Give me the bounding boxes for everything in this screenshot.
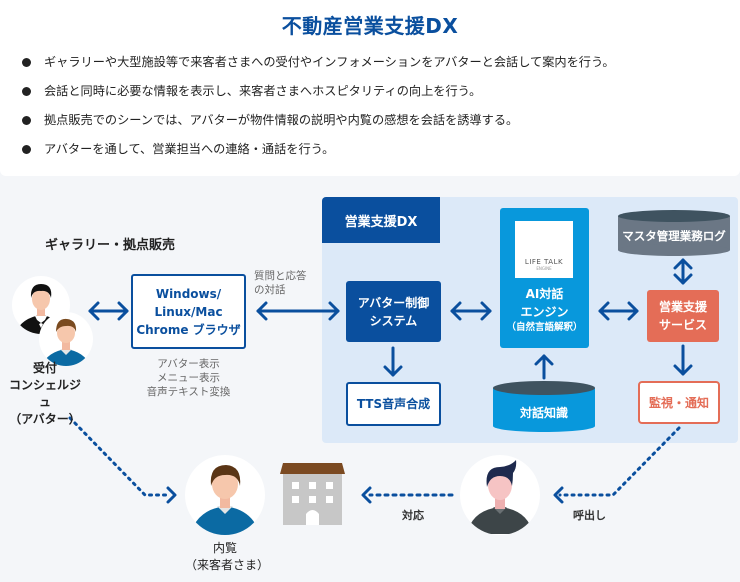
visitor-label-line1: 内覧 bbox=[212, 541, 237, 555]
respond-label: 対応 bbox=[402, 509, 424, 522]
visitor-label-line2: （来客者さま） bbox=[185, 558, 270, 572]
visitor-label: 内覧 （来客者さま） bbox=[185, 540, 270, 574]
dialog-label: 質問と応答 の対話 bbox=[254, 269, 307, 297]
page-title: 不動産営業支援DX bbox=[281, 14, 459, 38]
dialog-label-line1: 質問と応答 bbox=[254, 270, 307, 282]
browser-note-line2: メニュー表示 bbox=[157, 372, 220, 384]
sales-service-line1: 営業支援 bbox=[658, 300, 707, 314]
feature-item: アバターを通して、営業担当への連絡・通話を行う。 bbox=[22, 142, 615, 171]
staff-building-dotted-arrow bbox=[361, 486, 454, 504]
tts-box[interactable]: TTS音声合成 bbox=[346, 382, 441, 426]
browser-line2: Linux/Mac bbox=[154, 304, 223, 319]
reception-visitor-dotted-arrow bbox=[68, 416, 177, 504]
sales-service-line2: サービス bbox=[658, 318, 707, 332]
call-label: 呼出し bbox=[573, 509, 606, 522]
ai-engine-line2: エンジン bbox=[520, 305, 569, 319]
panel-title: 営業支援DX bbox=[322, 197, 440, 243]
feature-list: ギャラリーや大型施設等で来客者さまへの受付やインフォメーションをアバターと会話し… bbox=[22, 55, 615, 171]
sales-staff-avatar-icon bbox=[460, 455, 540, 535]
browser-note-line3: 音声テキスト変換 bbox=[146, 386, 231, 398]
knowledge-db-label[interactable]: 対話知識 bbox=[519, 405, 568, 420]
reception-label-line3: （アバター） bbox=[9, 412, 81, 426]
reception-label-line2: コンシェルジュ bbox=[8, 378, 81, 409]
building-icon bbox=[280, 463, 345, 525]
avatar-control-box[interactable]: アバター制御 システム bbox=[346, 281, 441, 342]
browser-line3: Chrome ブラウザ bbox=[136, 322, 241, 337]
logo-subtext: ENGINE bbox=[536, 266, 552, 271]
concierge-avatar-icon bbox=[12, 276, 70, 334]
summary-card bbox=[0, 0, 740, 176]
avatar-control-line1: アバター制御 bbox=[357, 295, 430, 310]
avatar-control-line2: システム bbox=[369, 313, 418, 328]
browser-line1: Windows/ bbox=[155, 286, 222, 301]
reception-browser-arrow bbox=[88, 301, 129, 321]
browser-box[interactable]: Windows/ Linux/Mac Chrome ブラウザ bbox=[131, 274, 246, 349]
visitor-avatar-icon bbox=[185, 455, 265, 535]
ai-engine-label: AI対話 エンジン （自然言語解釈） bbox=[500, 285, 589, 335]
ai-engine-line3: （自然言語解釈） bbox=[506, 322, 583, 333]
life-talk-logo: LIFE TALK ENGINE bbox=[515, 221, 573, 278]
ai-engine-line1: AI対話 bbox=[525, 287, 564, 301]
sales-service-box[interactable]: 営業支援 サービス bbox=[647, 290, 719, 342]
dialog-label-line2: の対話 bbox=[254, 284, 286, 296]
feature-item: 会話と同時に必要な情報を表示し、来客者さまへホスピタリティの向上を行う。 bbox=[22, 84, 615, 113]
browser-notes: アバター表示 メニュー表示 音声テキスト変換 bbox=[131, 357, 246, 399]
feature-item: ギャラリーや大型施設等で来客者さまへの受付やインフォメーションをアバターと会話し… bbox=[22, 55, 615, 84]
reception-label: 受付 コンシェルジュ （アバター） bbox=[5, 360, 85, 428]
feature-item: 拠点販売でのシーンでは、アバターが物件情報の説明や内覧の感想を会話を誘導する。 bbox=[22, 113, 615, 142]
section-label: ギャラリー・拠点販売 bbox=[45, 238, 176, 253]
browser-note-line1: アバター表示 bbox=[157, 358, 220, 370]
monitor-notify-box[interactable]: 監視・通知 bbox=[638, 381, 720, 424]
master-db-label[interactable]: マスタ管理業務ログ bbox=[622, 229, 726, 243]
logo-text: LIFE TALK bbox=[524, 258, 564, 266]
reception-label-line1: 受付 bbox=[32, 361, 57, 375]
